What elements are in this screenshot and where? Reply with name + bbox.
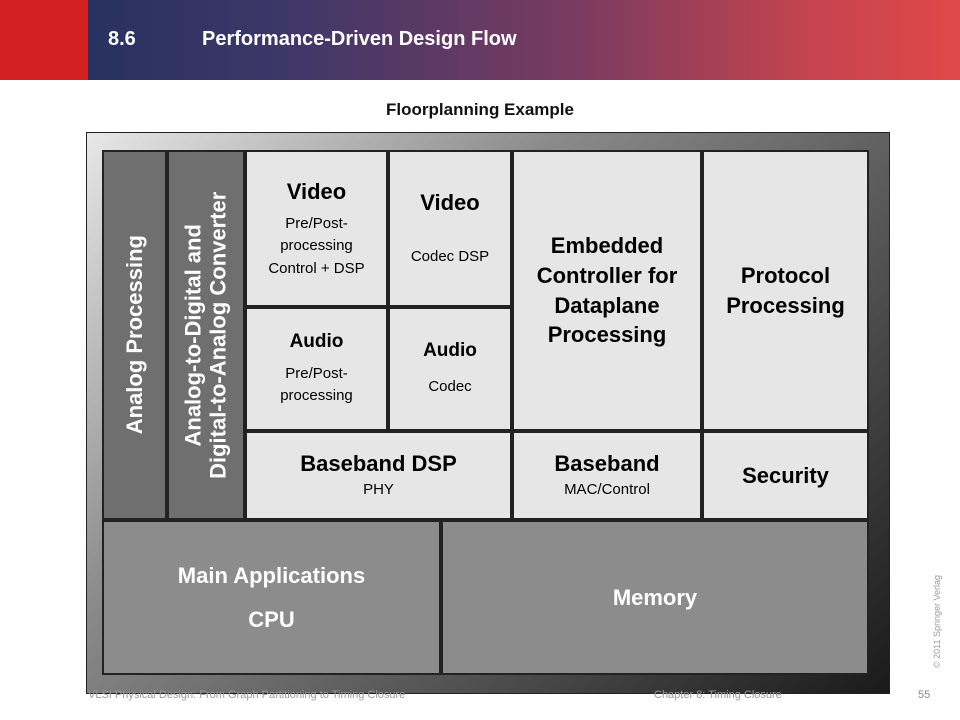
- block-protocol-processing: Protocol Processing: [702, 150, 869, 431]
- analog-processing-label: Analog Processing: [121, 235, 147, 435]
- converter-label-line2: Digital-to-Analog Converter: [206, 191, 232, 479]
- block-converter: Analog-to-Digital and Digital-to-Analog …: [167, 150, 245, 520]
- embedded-line4: Processing: [547, 322, 667, 348]
- embedded-line1: Embedded: [550, 233, 664, 259]
- audio-codec-title: Audio: [423, 339, 477, 361]
- video-codec-sub: Codec DSP: [410, 248, 490, 266]
- diagram-subtitle: Floorplanning Example: [386, 100, 574, 119]
- video-prepost-line3: Control + DSP: [268, 259, 365, 277]
- video-prepost-title: Video: [286, 178, 347, 204]
- video-prepost-line2: processing: [280, 237, 353, 255]
- main-apps-line2: CPU: [248, 606, 295, 632]
- baseband-dsp-sub: PHY: [363, 481, 394, 499]
- protocol-line1: Protocol: [740, 262, 831, 288]
- audio-prepost-line1: Pre/Post-: [285, 364, 348, 382]
- block-security: Security: [702, 431, 869, 520]
- baseband-dsp-title: Baseband DSP: [300, 451, 457, 477]
- floorplan-frame: Analog Processing Analog-to-Digital and …: [86, 132, 890, 694]
- block-audio-prepost: Audio Pre/Post- processing: [245, 307, 388, 431]
- audio-prepost-title: Audio: [289, 330, 344, 352]
- protocol-line2: Processing: [726, 292, 845, 318]
- block-memory: Memory: [441, 520, 869, 675]
- page-number: 55: [918, 689, 931, 701]
- header-accent-block: [0, 0, 88, 80]
- block-main-applications: Main Applications CPU: [102, 520, 441, 675]
- converter-label: Analog-to-Digital and Digital-to-Analog …: [181, 191, 232, 478]
- footer-chapter: Chapter 8: Timing Closure: [654, 689, 782, 701]
- converter-label-line1: Analog-to-Digital and: [180, 223, 206, 447]
- section-number: 8.6: [108, 28, 136, 50]
- block-audio-codec: Audio Codec: [388, 307, 512, 431]
- audio-codec-sub: Codec: [428, 377, 472, 395]
- baseband-mac-sub: MAC/Control: [564, 481, 650, 499]
- block-analog-processing: Analog Processing: [102, 150, 167, 520]
- block-video-codec: Video Codec DSP: [388, 150, 512, 307]
- block-embedded-controller: Embedded Controller for Dataplane Proces…: [512, 150, 702, 431]
- block-baseband-mac: Baseband MAC/Control: [512, 431, 702, 520]
- block-baseband-dsp: Baseband DSP PHY: [245, 431, 512, 520]
- video-codec-title: Video: [420, 190, 480, 216]
- baseband-mac-title: Baseband: [554, 451, 660, 477]
- embedded-line3: Dataplane: [554, 292, 660, 318]
- embedded-line2: Controller for: [536, 262, 678, 288]
- security-label: Security: [742, 462, 829, 488]
- slide-header: [0, 0, 960, 80]
- block-video-prepost: Video Pre/Post- processing Control + DSP: [245, 150, 388, 307]
- main-apps-line1: Main Applications: [177, 562, 366, 588]
- memory-label: Memory: [612, 584, 698, 610]
- section-title: Performance-Driven Design Flow: [202, 28, 517, 50]
- video-prepost-line1: Pre/Post-: [285, 214, 348, 232]
- copyright-note: © 2011 Springer Verlag: [932, 574, 942, 668]
- footer-book-title: VLSI Physical Design: From Graph Partiti…: [88, 689, 406, 701]
- audio-prepost-line2: processing: [280, 387, 353, 404]
